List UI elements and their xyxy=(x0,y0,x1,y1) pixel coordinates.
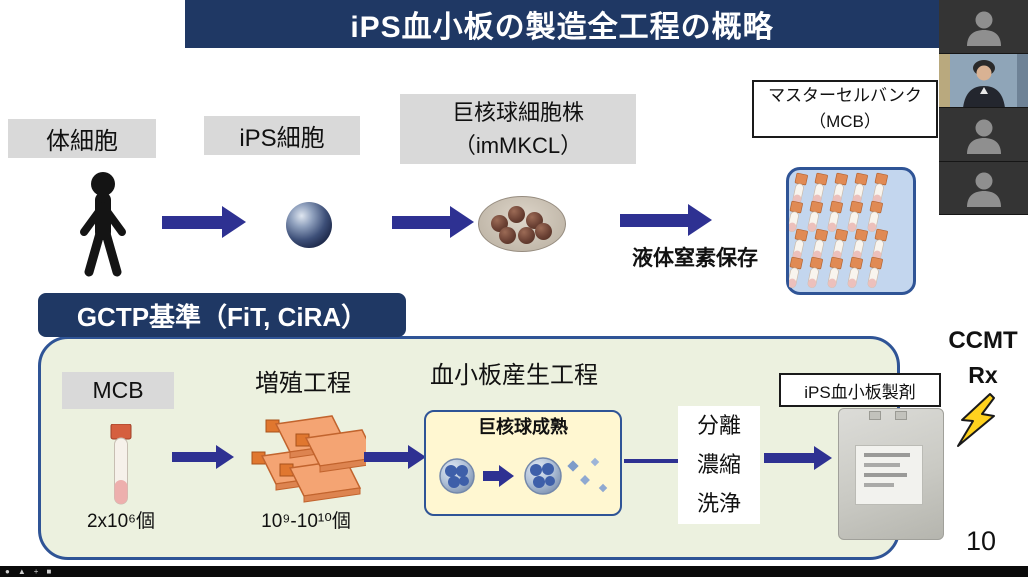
label-master-cell-bank: マスターセルバンク （MCB） xyxy=(752,80,938,138)
participant-video-tile[interactable] xyxy=(939,54,1028,108)
process-steps-box: 分離 濃縮 洗浄 xyxy=(678,406,760,524)
megakaryocyte-cells-icon xyxy=(439,457,608,495)
connector-line xyxy=(624,459,680,463)
label-expansion-step: 増殖工程 xyxy=(255,369,351,397)
ips-cell-icon xyxy=(286,202,332,248)
cell-culture-dish-icon xyxy=(478,196,566,252)
participant-strip xyxy=(939,0,1028,215)
label-megakaryocyte-line: 巨核球細胞株 （imMKCL） xyxy=(400,94,636,164)
arrow-right-icon xyxy=(764,446,832,470)
culture-flasks-icon xyxy=(251,415,366,503)
label-washing: 洗浄 xyxy=(696,491,741,516)
arrow-right-icon xyxy=(162,206,246,238)
participant-video-tile[interactable] xyxy=(939,162,1028,215)
bag-port xyxy=(895,411,907,420)
cell-bank-container-icon xyxy=(785,167,916,295)
arrow-right-icon xyxy=(620,204,712,236)
test-tube-icon xyxy=(110,424,132,505)
page-title: iPS血小板の製造全工程の概略 xyxy=(185,0,939,48)
label-megakaryocyte-line-1: 巨核球細胞株 xyxy=(451,100,584,125)
label-master-cell-bank-line-2: （MCB） xyxy=(809,112,881,131)
label-separation: 分離 xyxy=(696,413,741,438)
label-platelet-production-step: 血小板産生工程 xyxy=(430,361,598,389)
maturation-box: 巨核球成熟 xyxy=(424,410,622,516)
label-liquid-nitrogen: 液体窒素保存 xyxy=(632,247,758,270)
label-ccmt: CCMT xyxy=(948,327,1018,354)
arrow-up-icon[interactable]: ▲ xyxy=(17,567,26,576)
label-megakaryocyte-line-2: （imMKCL） xyxy=(453,133,583,158)
label-mcb: MCB xyxy=(62,372,174,409)
arrow-right-icon xyxy=(172,445,234,469)
participant-silhouette-icon xyxy=(966,172,1001,207)
bag-port xyxy=(869,411,881,420)
participant-silhouette-icon xyxy=(966,11,1001,46)
platelet-bag-photo xyxy=(838,408,944,540)
gctp-header: GCTP基準（FiT, CiRA） xyxy=(38,293,406,337)
person-icon xyxy=(80,172,126,277)
arrow-right-icon xyxy=(364,445,426,469)
label-master-cell-bank-line-1: マスターセルバンク xyxy=(768,86,922,105)
participant-silhouette-icon xyxy=(966,119,1001,154)
label-rx: Rx xyxy=(968,361,998,388)
label-megakaryocyte-maturation: 巨核球成熟 xyxy=(478,417,568,437)
cryo-tubes-icon xyxy=(785,172,889,290)
plus-icon[interactable]: + xyxy=(33,567,39,576)
record-icon[interactable]: ● xyxy=(5,567,10,576)
participant-video-tile[interactable] xyxy=(939,0,1028,54)
participant-video-tile[interactable] xyxy=(939,108,1028,162)
mcb-cell-count: 2x10⁶個 xyxy=(86,510,156,532)
label-somatic-cell: 体細胞 xyxy=(8,119,156,158)
page-number: 10 xyxy=(965,525,997,556)
label-concentration: 濃縮 xyxy=(696,452,741,477)
label-ips-platelet-product: iPS血小板製剤 xyxy=(779,373,941,407)
expansion-cell-count: 10⁹-10¹⁰個 xyxy=(261,510,351,532)
label-ips-cell: iPS細胞 xyxy=(204,116,360,155)
bottom-toolbar: ● ▲ + ■ xyxy=(0,566,1028,577)
speaker-video-icon xyxy=(939,54,1028,107)
grid-icon[interactable]: ■ xyxy=(46,567,52,576)
bag-label xyxy=(855,445,923,505)
lightning-bolt-icon xyxy=(957,393,995,447)
arrow-right-icon xyxy=(392,206,474,238)
